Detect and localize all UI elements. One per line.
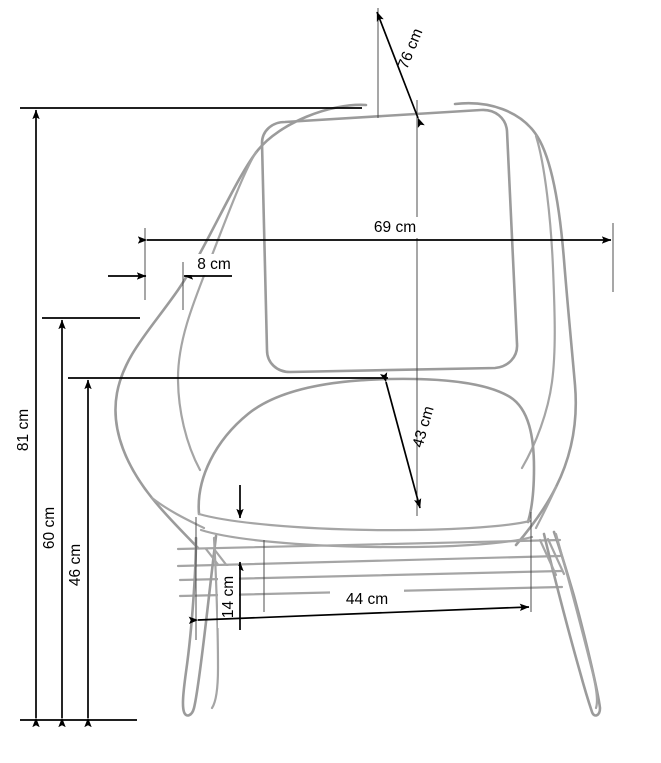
chair-base-curve-right	[534, 485, 558, 530]
chair-left-arm-inner	[176, 150, 258, 472]
chair-joint-right-2	[546, 537, 566, 576]
arm-height-label: 46 cm	[67, 544, 84, 586]
armchair-illustration	[114, 101, 602, 717]
back-diagonal-dimension: 76 cm	[376, 11, 427, 128]
chair-leg-front-left	[181, 534, 218, 717]
chair-seat-piping-upper	[197, 512, 532, 532]
chair-frame-rail-upper	[176, 538, 562, 551]
total-width-label-background	[358, 217, 432, 238]
seat-width-dimension-line	[188, 603, 530, 625]
seat-diagonal-label: 43 cm	[410, 404, 438, 449]
chair-right-arm-inner	[520, 134, 556, 470]
chair-leg-front-right	[542, 530, 602, 717]
seat-diagonal-dimension-line	[380, 372, 422, 509]
back-height-label: 60 cm	[41, 507, 58, 549]
chair-shell-outline	[114, 103, 368, 550]
chair-seat-cushion	[197, 377, 536, 524]
arm-thickness-label: 8 cm	[197, 256, 231, 273]
chair-leg-rear-left	[210, 536, 220, 710]
chair-back-cushion	[260, 108, 519, 374]
arm-thickness-dimension: 8 cm	[108, 254, 244, 280]
total-width-label: 69 cm	[374, 219, 416, 236]
total-height-label: 81 cm	[15, 409, 32, 451]
back-diagonal-dimension-line	[376, 11, 425, 128]
seat-width-dimension: 44 cm	[188, 589, 530, 625]
chair-frame-rail-upper-2	[176, 554, 562, 568]
arm-thickness-label-background	[186, 254, 244, 275]
seat-diagonal-dimension: 43 cm	[380, 372, 438, 509]
chair-joint-right	[538, 538, 558, 577]
chair-seat-piping-lower	[199, 528, 534, 549]
cushion-thickness-label: 14 cm	[220, 576, 237, 618]
seat-width-label: 44 cm	[346, 591, 388, 608]
seat-width-label-background	[330, 589, 404, 610]
chair-base-curve-left	[150, 496, 206, 530]
total-width-dimension: 69 cm	[137, 217, 612, 244]
chair-leg-rear-right	[554, 532, 599, 710]
vertical-dimensions: 81 cm 60 cm 46 cm	[15, 109, 92, 728]
back-diagonal-label: 76 cm	[395, 26, 427, 72]
chair-frame-stretcher	[178, 569, 564, 582]
